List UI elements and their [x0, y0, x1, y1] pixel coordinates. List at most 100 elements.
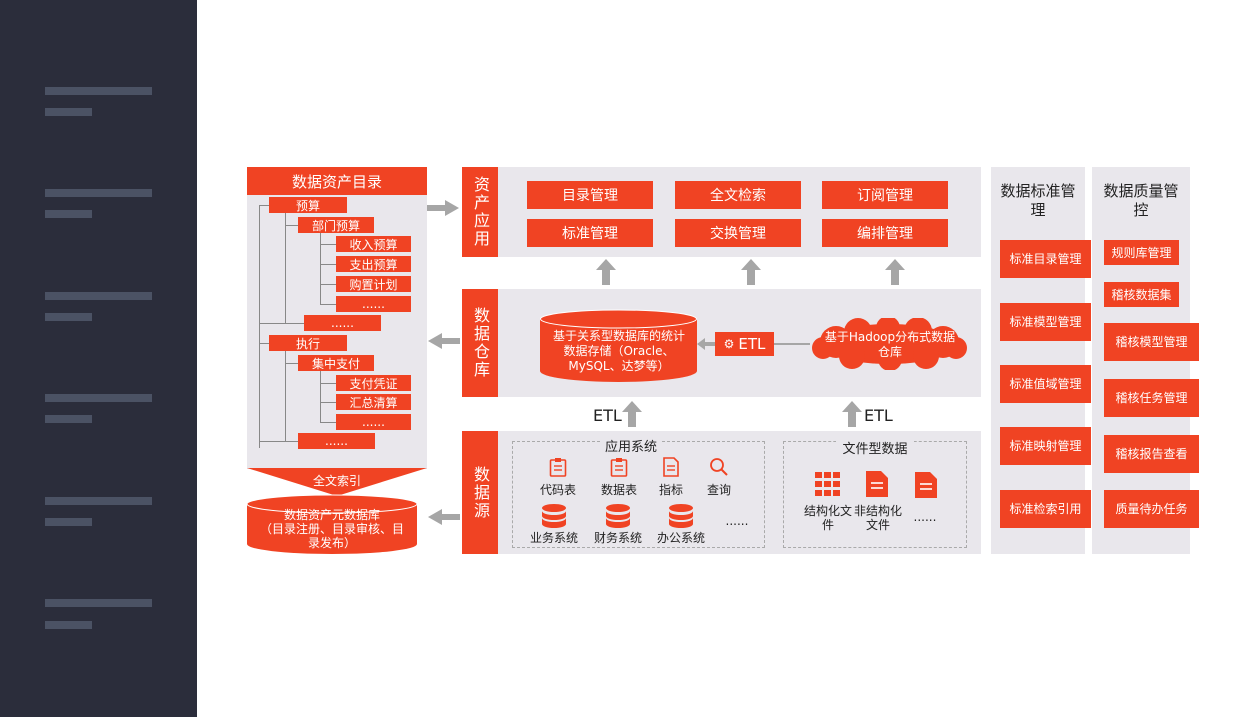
quality-item[interactable]: 稽核模型管理 [1104, 323, 1199, 361]
tree-line [320, 284, 336, 285]
etl-button[interactable]: ⚙ ETL [715, 332, 774, 356]
sidebar-line [45, 108, 92, 116]
tree-item: ...... [336, 296, 411, 312]
tree-item: 部门预算 [298, 217, 374, 233]
sidebar-line [45, 497, 152, 505]
clipboard-icon [549, 458, 567, 477]
sidebar-line [45, 415, 92, 423]
etl-label: ETL [864, 406, 893, 425]
sidebar-line [45, 189, 152, 197]
std-item[interactable]: 标准映射管理 [1000, 427, 1091, 465]
hadoop-cloud [812, 318, 967, 370]
tree-line [259, 205, 260, 448]
file-data-title: 文件型数据 [836, 438, 914, 457]
app-icon-label: 代码表 [539, 483, 576, 497]
sidebar-line [45, 599, 152, 607]
database-icon [606, 504, 630, 528]
exchange-mgmt-button[interactable]: 交换管理 [675, 219, 801, 247]
hadoop-label: 基于Hadoop分布式数据仓库 [824, 330, 956, 359]
sidebar-line [45, 394, 152, 402]
sidebar-line [45, 518, 92, 526]
fulltext-index-funnel [247, 468, 427, 496]
subscription-mgmt-button[interactable]: 订阅管理 [822, 181, 948, 209]
tree-line [320, 402, 336, 403]
tree-line [259, 343, 269, 344]
std-item[interactable]: 标准值域管理 [1000, 365, 1091, 403]
sidebar-line [45, 210, 92, 218]
tree-line [320, 233, 321, 305]
tree-line [259, 323, 304, 324]
file-icon [866, 471, 888, 497]
tree-line [320, 422, 336, 423]
grid-icon [815, 472, 840, 496]
tree-line [285, 213, 286, 324]
standard-mgmt-button[interactable]: 标准管理 [527, 219, 653, 247]
etl-label: ETL [593, 406, 622, 425]
clipboard-icon [610, 458, 628, 477]
sidebar-line [45, 621, 92, 629]
catalog-title: 数据资产目录 [247, 167, 427, 195]
sidebar-line [45, 292, 152, 300]
metadb-label: 数据资产元数据库 （目录注册、目录审核、目录发布） [259, 508, 404, 550]
tree-item: 收入预算 [336, 236, 411, 252]
tree-item: 集中支付 [298, 355, 374, 371]
arrow-left-icon [428, 509, 460, 525]
quality-title: 数据质量管控 [1103, 182, 1179, 219]
tree-line [285, 363, 298, 364]
asset-app-label: 资产应用 [462, 167, 498, 257]
metadb-cylinder [247, 494, 417, 554]
quality-item[interactable]: 规则库管理 [1104, 240, 1179, 265]
tree-line [320, 383, 336, 384]
tree-line [320, 304, 336, 305]
std-item[interactable]: 标准模型管理 [1000, 303, 1091, 341]
tree-item: 执行 [269, 335, 347, 351]
tree-line [285, 225, 298, 226]
std-mgmt-panel [991, 167, 1085, 554]
arrow-up-icon [741, 259, 761, 285]
file-item-label: ...... [913, 510, 937, 524]
arrow-left-icon [428, 333, 460, 349]
tree-line [320, 264, 336, 265]
tree-item: 汇总清算 [336, 394, 411, 410]
tree-item: 购置计划 [336, 276, 411, 292]
tree-item: 支付凭证 [336, 375, 411, 391]
tree-item: 支出预算 [336, 256, 411, 272]
fulltext-index-label: 全文索引 [312, 473, 361, 488]
gear-icon: ⚙ [723, 337, 735, 351]
source-label: 数据源 [462, 431, 498, 554]
orchestration-mgmt-button[interactable]: 编排管理 [822, 219, 948, 247]
sidebar [0, 0, 197, 717]
database-icon [542, 504, 566, 528]
quality-item[interactable]: 稽核数据集 [1104, 282, 1179, 307]
quality-item[interactable]: 稽核报告查看 [1104, 435, 1199, 473]
quality-item[interactable]: 质量待办任务 [1104, 490, 1199, 528]
relational-db-label: 基于关系型数据库的统计数据存储（Oracle、MySQL、达梦等） [552, 328, 685, 373]
std-mgmt-title: 数据标准管理 [1000, 182, 1076, 219]
tree-line [320, 244, 336, 245]
tree-item: ...... [336, 414, 411, 430]
app-icon-label: 指标 [658, 483, 683, 497]
app-systems-title: 应用系统 [600, 436, 662, 455]
arrow-left-icon [697, 338, 715, 350]
sidebar-line [45, 87, 152, 95]
std-item[interactable]: 标准目录管理 [1000, 240, 1091, 278]
relational-db-cylinder [540, 309, 697, 382]
quality-item[interactable]: 稽核任务管理 [1104, 379, 1199, 417]
app-icon-label: 查询 [706, 483, 731, 497]
fulltext-search-button[interactable]: 全文检索 [675, 181, 801, 209]
connector-line [774, 343, 810, 345]
catalog-mgmt-button[interactable]: 目录管理 [527, 181, 653, 209]
tree-item: ...... [298, 433, 375, 449]
app-icon-label: 数据表 [600, 483, 637, 497]
search-icon [710, 458, 728, 476]
tree-item: 预算 [269, 197, 347, 213]
system-label: ...... [725, 514, 749, 528]
std-item[interactable]: 标准检索引用 [1000, 490, 1091, 528]
arrow-right-icon [427, 200, 459, 216]
tree-line [259, 441, 298, 442]
tree-line [285, 351, 286, 442]
file-icon [915, 472, 937, 498]
file-item-label: 非结构化文件 [853, 504, 902, 532]
sidebar-line [45, 313, 92, 321]
arrow-up-icon [842, 401, 862, 427]
